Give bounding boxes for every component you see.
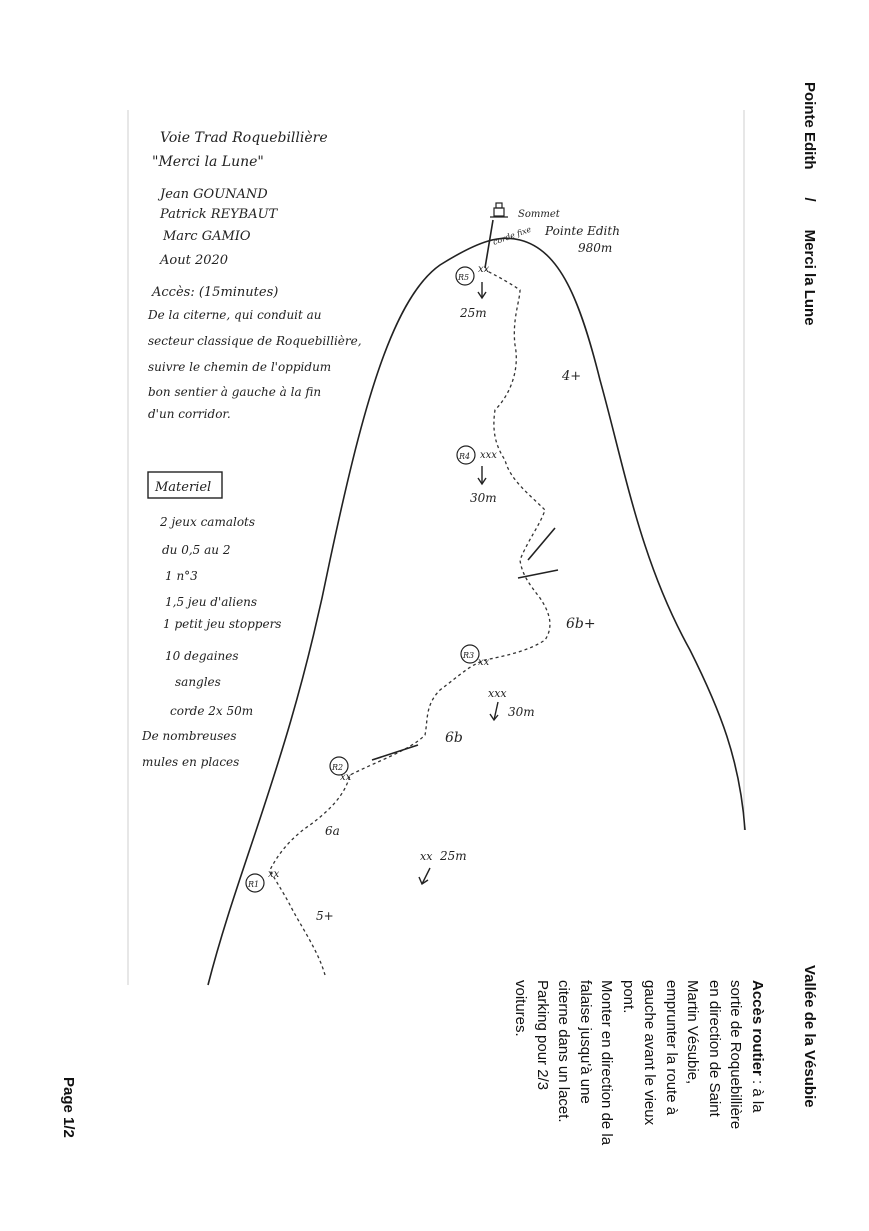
gear-item-10: mules en places: [142, 755, 239, 769]
gear-item-6: 10 degaines: [165, 649, 239, 663]
gear-title: Materiel: [154, 480, 211, 495]
summit-label: Sommet: [518, 209, 561, 220]
roof-lower: [371, 744, 419, 761]
note-line-2: "Merci la Lune": [152, 154, 264, 170]
gear-title-box: [147, 471, 223, 499]
rappel-arrow-r4: [477, 466, 487, 486]
peak-name-label: Pointe Edith: [544, 224, 620, 238]
approach-line-2: secteur classique de Roquebillière,: [148, 334, 362, 348]
note-line-6: Aout 2020: [159, 253, 228, 268]
gear-item-5: 1 petit jeu stoppers: [163, 617, 281, 631]
gear-item-1: 2 jeux camalots: [159, 515, 255, 529]
rappel-arrow-r1: [418, 867, 431, 886]
rappel-arrow-r3: [489, 701, 499, 722]
bolts-r3: xx: [478, 657, 490, 668]
bolts-r2: xx: [340, 772, 352, 783]
svg-text:R4: R4: [458, 452, 470, 461]
rappel-anchor-r1: xx: [420, 850, 433, 863]
bolts-r5: xx: [478, 264, 490, 275]
gear-list: Materiel 2 jeux camalots du 0,5 au 2 1 n…: [141, 471, 281, 769]
gear-item-3: 1 n°3: [165, 569, 198, 583]
approach-notes: Accès: (15minutes) De la citerne, qui co…: [147, 285, 362, 421]
belay-r3: R3: [460, 644, 480, 664]
gear-item-8: corde 2x 50m: [170, 704, 253, 718]
belay-r4: R4: [456, 445, 476, 465]
grade-pitch-1: 5+: [316, 909, 334, 923]
svg-text:R3: R3: [462, 651, 474, 660]
route-line: [269, 269, 551, 976]
svg-text:R1: R1: [247, 880, 259, 889]
grade-pitch-2: 6a: [325, 824, 340, 838]
approach-line-4: bon sentier à gauche à la fin: [148, 385, 321, 399]
rappel-length-r4: 30m: [470, 491, 497, 505]
grade-pitch-3: 6b: [445, 730, 463, 746]
approach-line-1: De la citerne, qui conduit au: [147, 308, 322, 322]
svg-text:R5: R5: [457, 273, 469, 282]
gear-item-2: du 0,5 au 2: [162, 543, 230, 557]
belay-r2: R2: [329, 756, 349, 776]
rappel-length-r3: 30m: [508, 705, 535, 719]
bolts-r1: xx: [268, 869, 280, 880]
bolts-r4: xxx: [480, 450, 497, 461]
rappel-arrow-r5: [477, 282, 487, 300]
belay-r1: R1: [245, 873, 265, 893]
approach-line-5: d'un corridor.: [148, 407, 231, 421]
rappel-anchor-r3: xxx: [488, 687, 507, 700]
rock-outline: [207, 237, 746, 986]
grade-pitch-5: 4+: [561, 369, 581, 384]
note-line-4: Patrick REYBAUT: [159, 207, 279, 222]
fixed-rope-line: [484, 219, 494, 269]
svg-text:R2: R2: [331, 763, 343, 772]
approach-line-3: suivre le chemin de l'oppidum: [148, 360, 331, 374]
rappel-length-r5: 25m: [459, 306, 487, 320]
route-notes: Voie Trad Roquebillière "Merci la Lune" …: [152, 130, 328, 268]
altitude-label: 980m: [578, 241, 612, 255]
gear-item-9: De nombreuses: [141, 729, 237, 743]
roof-upper: [517, 569, 559, 579]
gear-item-7: sangles: [175, 675, 221, 689]
note-line-5: Marc GAMIO: [162, 229, 251, 244]
note-line-1: Voie Trad Roquebillière: [160, 130, 328, 146]
summit-cairn-icon: [490, 202, 508, 218]
note-line-3: Jean GOUNAND: [157, 187, 268, 202]
approach-title: Accès: (15minutes): [151, 285, 278, 300]
gear-item-4: 1,5 jeu d'aliens: [165, 595, 257, 609]
fixed-rope-label: corde fixe: [492, 225, 533, 247]
belay-r5: R5: [455, 266, 475, 286]
rappel-length-r1: 25m: [439, 849, 467, 863]
grade-pitch-4: 6b+: [566, 616, 596, 632]
crack-feature: [527, 527, 556, 561]
